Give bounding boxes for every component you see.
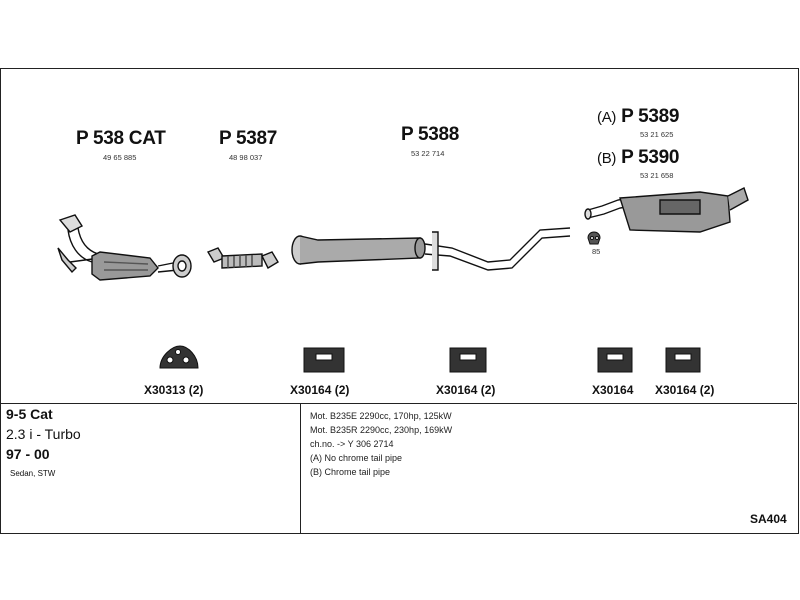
mount-x30164-shape-2 xyxy=(449,347,487,373)
part-p538-oem: 49 65 885 xyxy=(103,153,137,162)
vehicle-years: 97 - 00 xyxy=(6,446,50,462)
spec-line-1: Mot. B235E 2290cc, 170hp, 125kW xyxy=(310,411,452,421)
info-panel xyxy=(0,403,797,535)
part-p5390-variant: (B) xyxy=(597,150,617,167)
vehicle-body: Sedan, STW xyxy=(10,469,56,478)
mount-x30313-shape xyxy=(159,345,199,369)
small-hanger-part xyxy=(587,231,601,245)
spec-line-4: (A) No chrome tail pipe xyxy=(310,453,403,463)
part-p5390-row: (B)P 5390 xyxy=(597,147,679,169)
part-p5387-number: P 5387 xyxy=(219,128,278,149)
mount-code-2: X30164 (2) xyxy=(290,383,350,397)
part-p5390-oem: 53 21 658 xyxy=(640,171,674,180)
vehicle-engine: 2.3 i - Turbo xyxy=(6,426,81,442)
spec-line-5: (B) Chrome tail pipe xyxy=(310,467,391,477)
part-p5387-oem: 48 98 037 xyxy=(229,153,263,162)
part-p5390-number: P 5390 xyxy=(621,147,680,168)
part-p5388-number: P 5388 xyxy=(401,124,460,145)
mount-code-1: X30313 (2) xyxy=(144,383,204,397)
rear-silencer-part xyxy=(584,187,749,233)
vehicle-model: 9-5 Cat xyxy=(6,406,53,422)
mount-code-5: X30164 (2) xyxy=(655,383,715,397)
part-p5389-number: P 5389 xyxy=(621,106,680,127)
part-p538-number: P 538 CAT xyxy=(76,128,166,149)
mount-x30164-shape-1 xyxy=(303,347,345,373)
spec-line-3: ch.no. -> Y 306 2714 xyxy=(310,439,394,449)
part-p5388-oem: 53 22 714 xyxy=(411,149,445,158)
diagram-sheet xyxy=(0,68,799,534)
flex-pipe-part xyxy=(206,247,279,269)
spec-line-2: Mot. B235R 2290cc, 230hp, 169kW xyxy=(310,425,453,435)
part-p5389-variant: (A) xyxy=(597,109,617,126)
small-hanger-label: 85 xyxy=(592,247,601,256)
diagram-code: SA404 xyxy=(750,512,787,526)
middle-silencer-part xyxy=(291,227,571,271)
mount-x30164-shape-3 xyxy=(597,347,633,373)
part-p5389-row: (A)P 5389 xyxy=(597,106,679,128)
front-pipe-part xyxy=(57,214,192,281)
mount-x30164-shape-4 xyxy=(665,347,701,373)
mount-code-4: X30164 xyxy=(592,383,634,397)
part-p5389-oem: 53 21 625 xyxy=(640,130,674,139)
mount-code-3: X30164 (2) xyxy=(436,383,496,397)
info-divider xyxy=(300,403,301,534)
